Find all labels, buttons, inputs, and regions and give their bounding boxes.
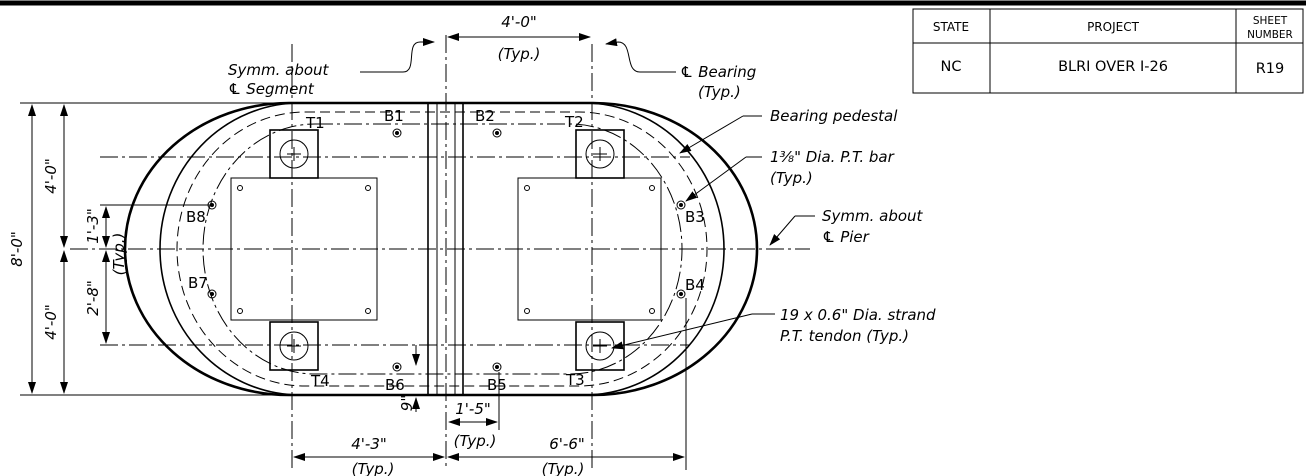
pt-bar-label-1: 1⅜" Dia. P.T. bar [770,148,895,166]
dim-edge-offset: 9" [398,345,420,412]
bearing-pedestal-label: Bearing pedestal [770,107,898,125]
pt-bar-b1 [392,128,402,138]
symm-pier-label-1: Symm. about [822,207,924,225]
dim-bar-offset-note: (Typ.) [110,233,128,276]
pedestal-outline [159,102,725,396]
label-b1: B1 [384,107,404,125]
label-b3: B3 [685,208,705,226]
symm-segment-label-1: Symm. about [228,61,330,79]
strand-label-2: P.T. tendon (Typ.) [780,327,909,345]
bearing-label-1: ℄ Bearing [680,63,756,81]
sheet-header-line1: SHEET [1253,15,1288,27]
dim-bar-offset-lower-text: 2'-8" [84,280,102,316]
dim-top-width-note: (Typ.) [498,45,541,63]
sheet-header-line2: NUMBER [1247,29,1293,41]
label-t1: T1 [305,114,325,132]
project-header: PROJECT [1087,20,1140,34]
dim-top-width: 4'-0" (Typ.) [447,13,591,63]
label-b2: B2 [475,107,495,125]
title-block: STATE PROJECT SHEET NUMBER NC BLRI OVER … [912,8,1304,94]
dim-overall-height-text: 8'-0" [8,231,26,267]
dashdot-bar-circle [202,123,683,375]
project-value: BLRI OVER I-26 [1058,59,1168,75]
pt-bar-b2 [492,128,502,138]
dim-upper-half-text: 4'-0" [42,158,60,194]
dim-gap-width: 1'-5" (Typ.) [448,372,500,450]
state-header: STATE [933,20,969,34]
pt-bar-b6 [392,362,402,372]
tendon-anchor-t4 [269,321,319,371]
leader-symm-segment [360,38,435,73]
label-b8: B8 [186,208,206,226]
pt-bars [207,128,686,372]
dim-left-text: 4'-3" [351,435,387,453]
dashed-inner-outline [176,111,708,387]
pt-bar-b3 [676,200,686,210]
label-b4: B4 [685,276,705,294]
symm-segment-label-2: ℄ Segment [228,80,315,98]
symm-pier-label-2: ℄ Pier [822,228,870,246]
label-b7: B7 [188,274,208,292]
label-t3: T3 [565,371,585,389]
label-t2: T2 [564,113,584,131]
dim-bar-offsets: 1'-3" (Typ.) 2'-8" [84,204,210,344]
dim-right-note: (Typ.) [542,460,585,476]
dim-bottom: 4'-3" (Typ.) 6'-6" (Typ.) [293,298,687,476]
pt-bar-label-2: (Typ.) [770,169,813,187]
sheet-value: R19 [1256,61,1285,77]
tendon-anchor-t2 [575,129,625,179]
dim-overall-height: 8'-0" [8,102,290,396]
strand-label-1: 19 x 0.6" Dia. strand [780,306,936,324]
bearing-label-2: (Typ.) [698,83,741,101]
dim-right-text: 6'-6" [549,435,585,453]
dim-half-heights: 4'-0" 4'-0" [42,104,68,394]
dim-gap-width-text: 1'-5" [455,400,491,418]
dim-bar-offset-upper-text: 1'-3" [84,208,102,244]
label-t4: T4 [310,372,330,390]
dim-top-width-text: 4'-0" [501,13,537,31]
dim-edge-offset-text: 9" [398,395,416,411]
tendon-anchor-t3 [575,321,625,371]
pt-bar-b7 [207,289,217,299]
dim-gap-note: (Typ.) [454,432,497,450]
tendon-anchor-t1 [269,129,319,179]
pt-bar-b5 [492,362,502,372]
state-value: NC [941,59,962,75]
label-b6: B6 [385,376,405,394]
pt-bar-b4 [676,289,686,299]
leader-bearing [605,38,676,73]
dim-left-note: (Typ.) [352,460,395,476]
dim-lower-half-text: 4'-0" [42,304,60,340]
label-b5: B5 [487,376,507,394]
